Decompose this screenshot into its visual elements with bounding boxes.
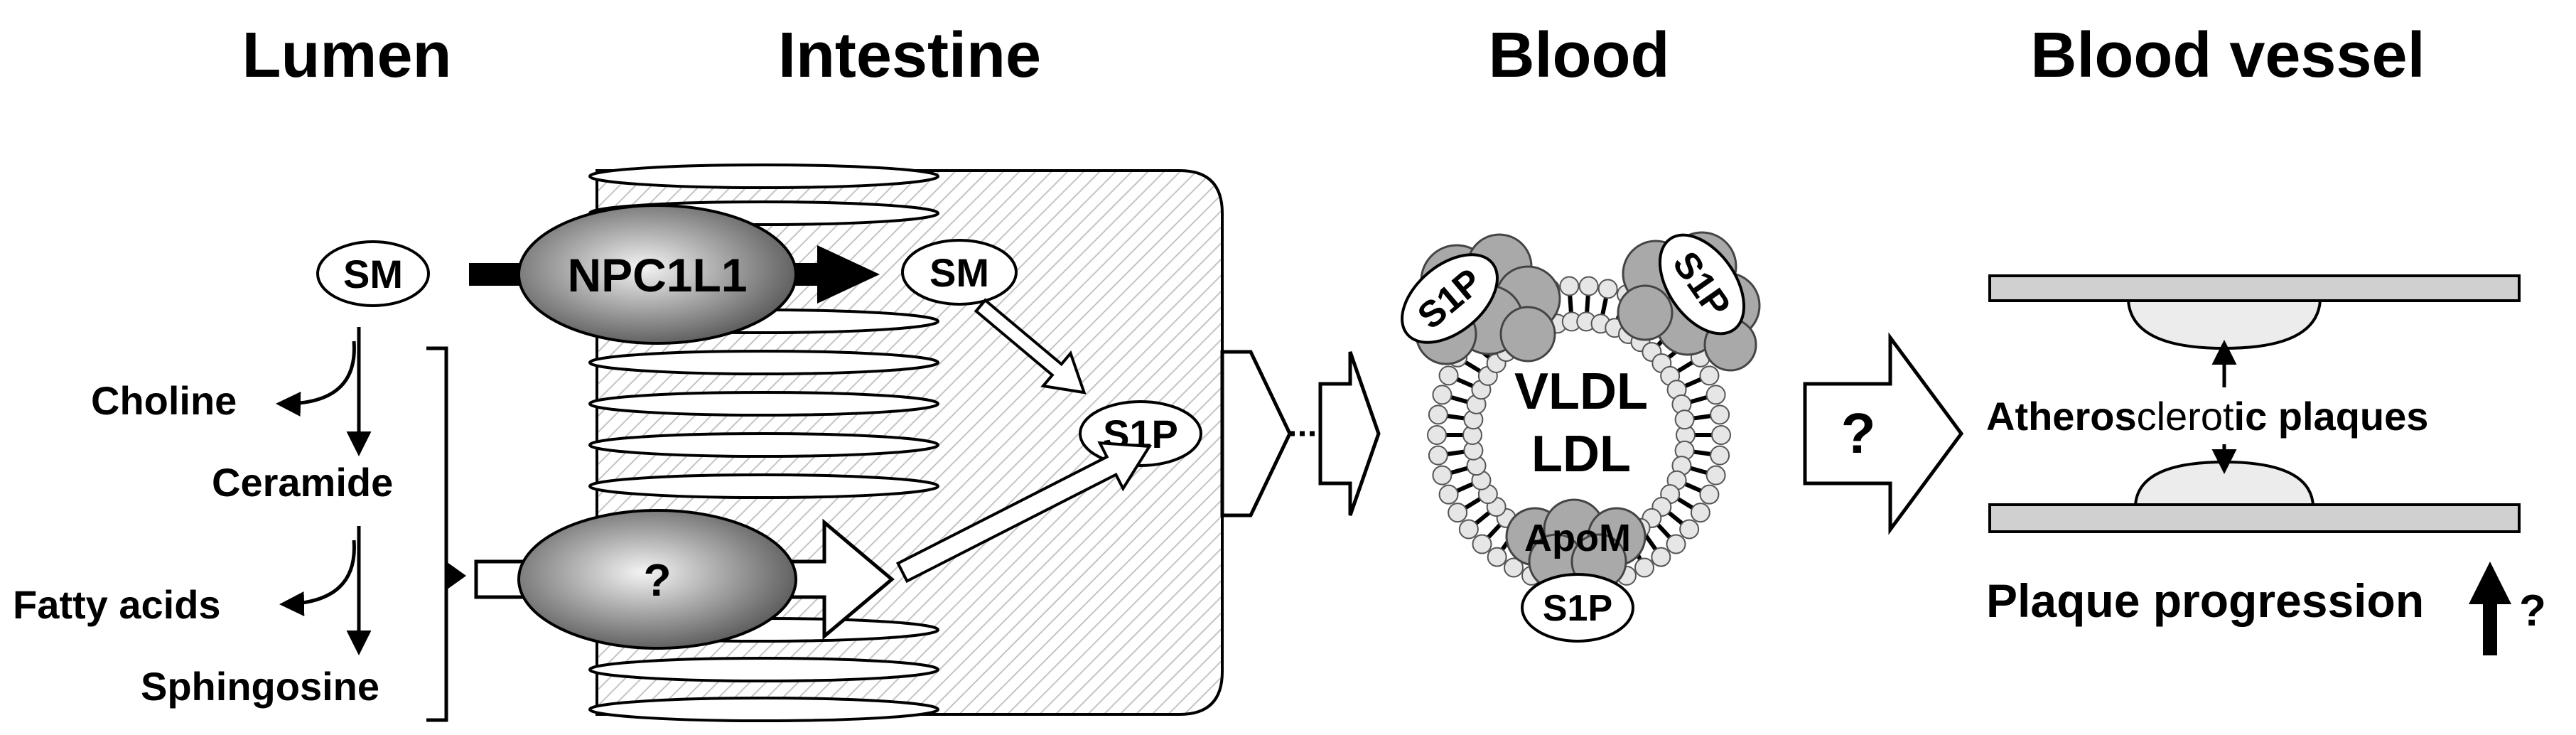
lumen-sm-node: SM <box>316 240 430 307</box>
vessel-wall-top <box>1988 274 2521 302</box>
s1p-bottom-label: S1P <box>1543 588 1612 629</box>
ceramide-label: Ceramide <box>212 460 393 505</box>
vldl-label: VLDL <box>1514 363 1648 420</box>
header-intestine: Intestine <box>778 20 1041 91</box>
intestine-sm-label: SM <box>929 250 989 295</box>
header-lumen: Lumen <box>242 20 451 91</box>
apom-label: ApoM <box>1524 517 1631 559</box>
uptake-to-s1p-arrow <box>895 441 1152 584</box>
s1p-oval-left: S1P <box>1401 253 1499 344</box>
to-vessel-arrow: ? <box>1803 332 1964 535</box>
plaque-top <box>2126 299 2322 350</box>
intestine-exit-chevron <box>1220 350 1292 517</box>
unknown-transporter: ? <box>517 509 797 650</box>
plaque-progression-label: Plaque progression <box>1986 574 2424 627</box>
npc1l1-transporter: NPC1L1 <box>517 204 797 345</box>
sm-to-s1p-arrow <box>974 298 1087 395</box>
lumen-cascade-arrows <box>276 327 372 655</box>
npc1l1-arrow-head <box>817 245 880 304</box>
header-blood: Blood <box>1489 20 1670 91</box>
npc1l1-label: NPC1L1 <box>567 249 747 301</box>
lumen-sm-label: SM <box>343 252 403 296</box>
vessel-wall-bottom <box>1988 503 2521 533</box>
unknown-transporter-label: ? <box>643 554 671 606</box>
lipoprotein-particle: S1P S1P S1P ApoM VLDL LDL <box>1401 231 1761 643</box>
header-blood-vessel: Blood vessel <box>2030 20 2425 91</box>
progression-up-arrow <box>2469 562 2511 655</box>
intestine-s1p-node: S1P <box>1079 400 1202 467</box>
to-blood-arrow <box>1318 351 1381 516</box>
sphingosine-label: Sphingosine <box>141 664 379 709</box>
choline-label: Choline <box>91 378 237 423</box>
s1p-oval-right: S1P <box>1658 233 1746 336</box>
blood-vessel: Atherosclerotic plaques Plaque progressi… <box>1986 274 2546 655</box>
plaque-label: Atherosclerotic plaques <box>1986 394 2428 439</box>
intestine-sm-node: SM <box>901 239 1018 306</box>
products-bracket <box>426 346 466 722</box>
to-vessel-arrow-label: ? <box>1841 402 1876 465</box>
fatty-acids-label: Fatty acids <box>13 582 221 627</box>
apom-cluster <box>1505 498 1647 590</box>
progression-question: ? <box>2519 586 2546 635</box>
s1p-oval-bottom: S1P <box>1521 573 1634 643</box>
ldl-label: LDL <box>1531 426 1631 483</box>
